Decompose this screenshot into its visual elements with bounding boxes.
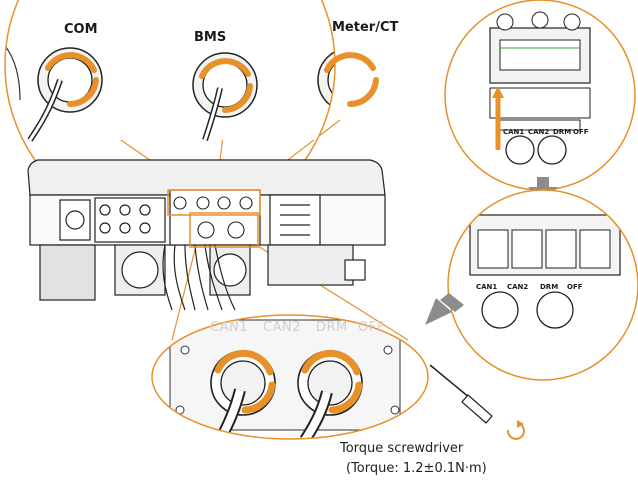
tool-caption: Torque screwdriver — [340, 441, 464, 456]
cables — [162, 244, 236, 311]
inverter-body — [27, 159, 386, 301]
bottom-off-label: OFF — [358, 320, 385, 335]
rotate-clockwise-icon — [214, 349, 363, 414]
meter-ct-label: Meter/CT — [332, 20, 399, 35]
mr-can2-label: CAN2 — [507, 283, 529, 291]
com-label: COM — [64, 22, 98, 37]
mr-can1-label: CAN1 — [476, 283, 498, 291]
tr-off-label: OFF — [573, 128, 589, 136]
torque-caption: (Torque: 1.2±0.1N·m) — [346, 461, 487, 476]
bottom-callout — [152, 315, 428, 439]
tr-drm-label: DRM — [553, 128, 572, 136]
rotate-clockwise-icon — [45, 52, 379, 113]
gray-arrow-icon — [425, 293, 464, 325]
top-right-callout — [445, 0, 635, 190]
tr-can1-label: CAN1 — [503, 128, 525, 136]
bottom-drm-label: DRM — [316, 320, 348, 335]
bottom-can1-label: CAN1 — [210, 320, 248, 335]
bottom-can2-label: CAN2 — [263, 320, 301, 335]
screwdriver-icon — [429, 364, 493, 424]
mr-drm-label: DRM — [540, 283, 559, 291]
highlight-boxes — [167, 189, 261, 248]
bms-label: BMS — [194, 30, 227, 45]
mr-off-label: OFF — [567, 283, 583, 291]
rotate-clockwise-icon — [506, 420, 525, 440]
mid-right-callout — [448, 190, 638, 380]
tr-can2-label: CAN2 — [528, 128, 550, 136]
